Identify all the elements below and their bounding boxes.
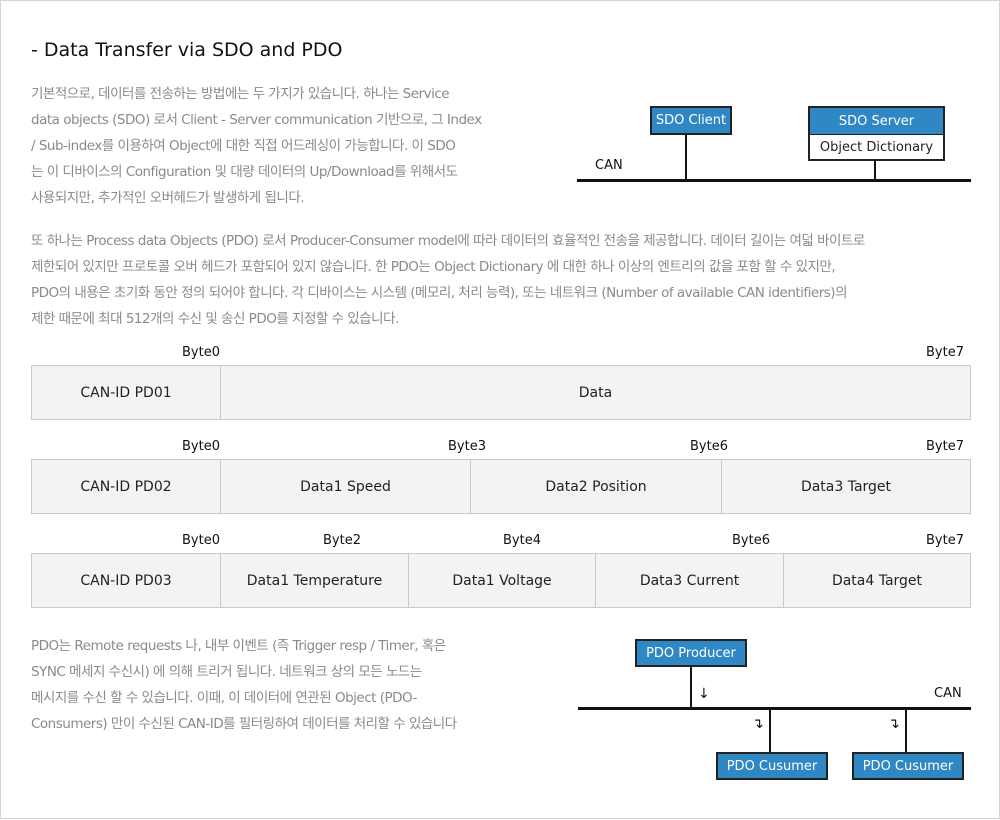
data-cell: Data1 Voltage <box>408 554 595 607</box>
byte-label: Byte2 <box>323 533 361 548</box>
pdo-frame-2: CAN-ID PD02 Data1 Speed Data2 Position D… <box>31 459 971 514</box>
data-cell: Data4 Target <box>783 554 970 607</box>
byte-label: Byte4 <box>503 533 541 548</box>
pdo-consumer1-link <box>769 710 771 752</box>
can-bus-line <box>577 179 971 182</box>
object-dictionary-box: Object Dictionary <box>808 134 945 161</box>
sdo-description-line: data objects (SDO) 로서 Client - Server co… <box>31 112 482 128</box>
byte-label: Byte6 <box>690 439 728 454</box>
sdo-server-link <box>874 161 876 180</box>
can-id-cell: CAN-ID PD03 <box>32 554 220 607</box>
pdo-description-line: PDO의 내용은 초기화 동안 정의 되어야 합니다. 각 디바이스는 시스템 … <box>31 285 848 301</box>
pdo-trigger-line: SYNC 메세지 수신시) 에 의해 트리거 됩니다. 네트워크 상의 모든 노… <box>31 664 422 680</box>
can-id-cell: CAN-ID PD02 <box>32 460 220 513</box>
can-id-cell: CAN-ID PD01 <box>32 366 220 419</box>
byte-label: Byte0 <box>182 439 220 454</box>
pdo-trigger-line: Consumers) 만이 수신된 CAN-ID를 필터링하여 데이터를 처리할… <box>31 716 457 732</box>
pdo-description-line: 제한 때문에 최대 512개의 수신 및 송신 PDO를 지정할 수 있습니다. <box>31 311 399 327</box>
can-bus-line <box>578 707 971 710</box>
sdo-diagram: SDO Client SDO Server Object Dictionary … <box>1 1 1000 201</box>
pdo-description-line: 또 하나는 Process data Objects (PDO) 로서 Prod… <box>31 233 865 249</box>
section-title: - Data Transfer via SDO and PDO <box>31 39 343 61</box>
pdo-consumer2-link <box>905 710 907 752</box>
pdo-description: 또 하나는 Process data Objects (PDO) 로서 Prod… <box>31 228 971 332</box>
pdo-description-line: 제한되어 있지만 프로토콜 오버 헤드가 포함되어 있지 않습니다. 한 PDO… <box>31 259 836 275</box>
byte-label: Byte0 <box>182 345 220 360</box>
can-bus-label: CAN <box>934 686 962 701</box>
byte-label: Byte0 <box>182 533 220 548</box>
sdo-description-line: 는 이 디바이스의 Configuration 및 대량 데이터의 Up/Dow… <box>31 164 458 180</box>
sdo-description-line: 사용되지만, 추가적인 오버헤드가 발생하게 됩니다. <box>31 190 305 206</box>
turn-down-arrow-icon: ↴ <box>888 716 900 732</box>
pdo-frame-3: CAN-ID PD03 Data1 Temperature Data1 Volt… <box>31 553 971 608</box>
data-cell: Data1 Speed <box>220 460 470 513</box>
down-arrow-icon: ↓ <box>698 686 710 702</box>
pdo-producer-link <box>690 667 692 708</box>
data-cell: Data3 Current <box>595 554 783 607</box>
pdo-producer-box: PDO Producer <box>635 639 747 667</box>
byte-label: Byte7 <box>926 533 964 548</box>
pdo-consumer-box: PDO Cusumer <box>852 752 964 780</box>
sdo-description: 기본적으로, 데이터를 전송하는 방법에는 두 가지가 있습니다. 하나는 Se… <box>31 81 521 211</box>
byte-label: Byte7 <box>926 439 964 454</box>
byte-label: Byte6 <box>732 533 770 548</box>
sdo-client-link <box>685 135 687 180</box>
data-cell: Data3 Target <box>721 460 970 513</box>
data-cell: Data <box>220 366 970 419</box>
sdo-description-line: 기본적으로, 데이터를 전송하는 방법에는 두 가지가 있습니다. 하나는 Se… <box>31 86 450 102</box>
pdo-trigger-line: 메시지를 수신 할 수 있습니다. 이때, 이 데이터에 연관된 Object … <box>31 690 417 706</box>
pdo-consumer-box: PDO Cusumer <box>716 752 828 780</box>
pdo-trigger-line: PDO는 Remote requests 나, 내부 이벤트 (즉 Trigge… <box>31 638 446 654</box>
can-bus-label: CAN <box>595 158 623 173</box>
byte-label: Byte7 <box>926 345 964 360</box>
sdo-server-box: SDO Server <box>808 106 945 135</box>
byte-label: Byte3 <box>448 439 486 454</box>
pdo-frame-1: CAN-ID PD01 Data <box>31 365 971 420</box>
data-cell: Data2 Position <box>470 460 721 513</box>
sdo-description-line: / Sub-index를 이용하여 Object에 대한 직접 어드레싱이 가능… <box>31 138 456 154</box>
pdo-trigger-description: PDO는 Remote requests 나, 내부 이벤트 (즉 Trigge… <box>31 633 521 737</box>
sdo-client-box: SDO Client <box>650 106 732 135</box>
data-cell: Data1 Temperature <box>220 554 408 607</box>
turn-down-arrow-icon: ↴ <box>752 716 764 732</box>
